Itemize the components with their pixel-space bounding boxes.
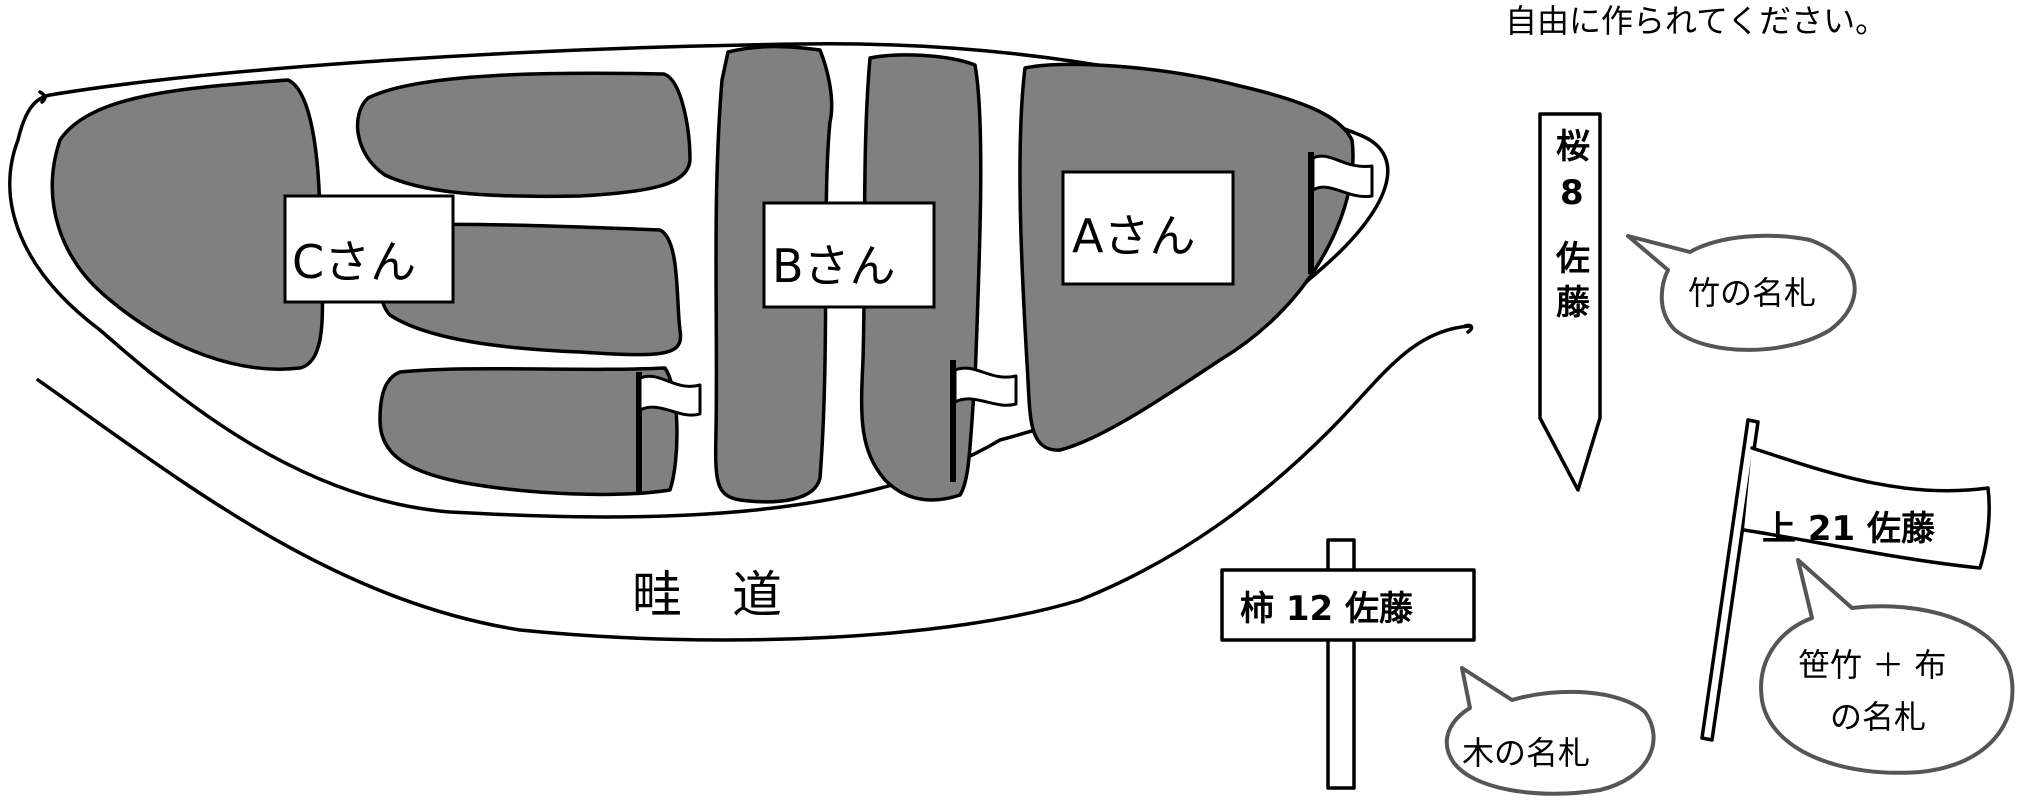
flag-marker-c (636, 372, 702, 492)
plot-b-label: Bさん (772, 239, 896, 293)
stake-text-4: 藤 (1556, 283, 1590, 323)
wood-board-sign: 柿 12 佐藤 (1220, 538, 1476, 790)
callout-cloth: 笹竹 ＋ 布 の名札 (1759, 558, 2015, 775)
stake-text-2: 8 (1560, 173, 1584, 213)
plot-c-main (50, 78, 325, 371)
callout-bamboo-text: 竹の名札 (1688, 274, 1816, 312)
plot-a-label-box (1061, 170, 1235, 286)
callout-wood: 木の名札 (1444, 666, 1656, 796)
plot-c-bottom-strip (378, 366, 679, 497)
board-text: 柿 12 佐藤 (1240, 589, 1413, 629)
callout-bamboo: 竹の名札 (1626, 233, 1857, 352)
garden-boundary-tick (38, 90, 47, 104)
callout-cloth-text-2: の名札 (1830, 698, 1926, 736)
road-label: 畦 道 (632, 566, 782, 624)
stake-text-3: 佐 (1555, 239, 1590, 279)
callout-wood-text: 木の名札 (1462, 734, 1590, 772)
plot-c-label: Cさん (292, 235, 416, 289)
flag-marker-a (1308, 152, 1374, 274)
road-edge-end (1463, 323, 1474, 334)
bamboo-stake-tag: 桜 8 佐 藤 (1538, 112, 1602, 492)
cloth-flag-tag: 上 21 佐藤 (1700, 418, 1991, 742)
plot-c-label-box (283, 194, 455, 304)
road-edge (36, 324, 1472, 642)
callout-cloth-text-1: 笹竹 ＋ 布 (1798, 646, 1946, 684)
cloth-text: 上 21 佐藤 (1762, 509, 1935, 549)
stake-text-1: 桜 (1556, 127, 1590, 167)
flag-marker-b (950, 360, 1018, 482)
plot-a-label: Aさん (1072, 209, 1195, 263)
plot-b-label-box (762, 201, 936, 309)
free-creation-note: 自由に作られてください。 (1505, 2, 1887, 40)
plot-c-top-strip (355, 71, 692, 199)
